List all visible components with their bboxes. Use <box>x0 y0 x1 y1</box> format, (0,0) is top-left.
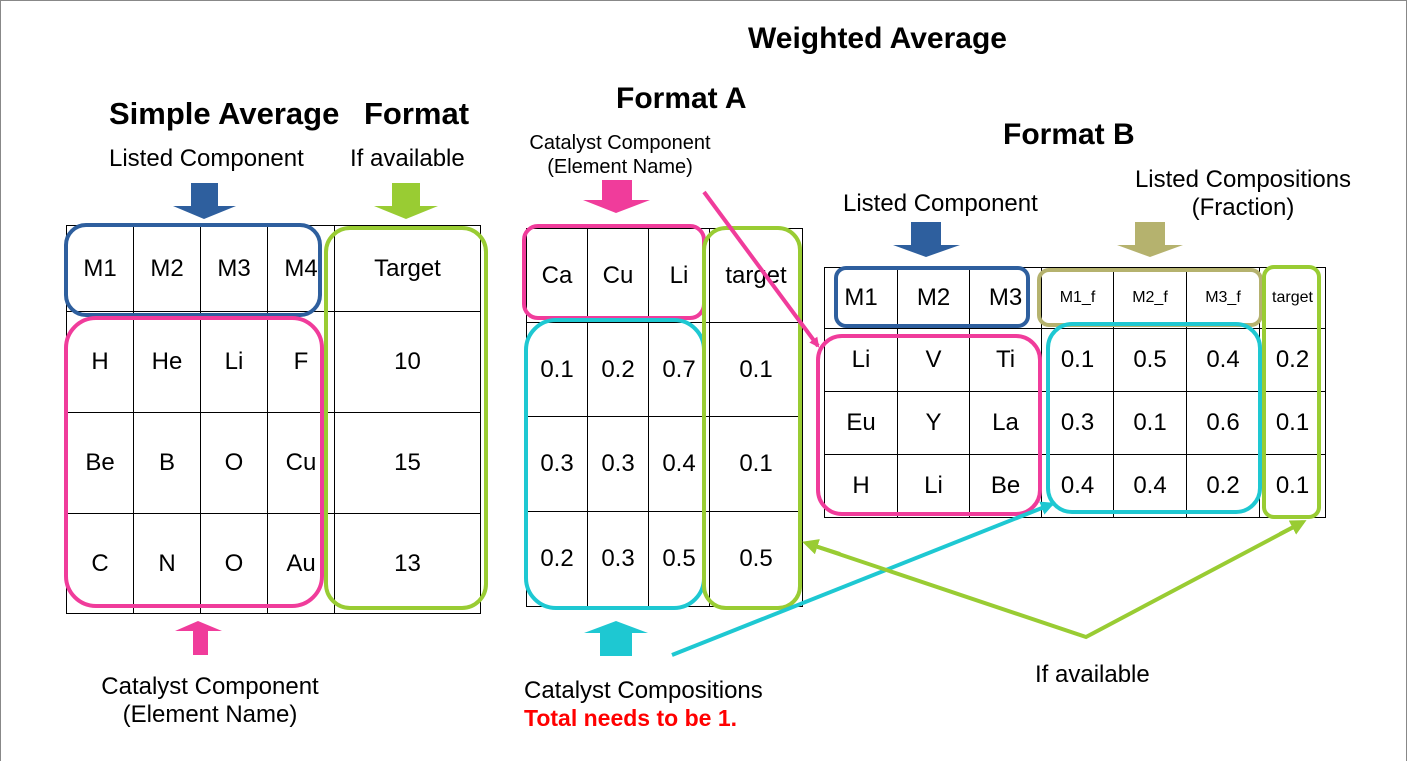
table-cell: 0.4 <box>648 416 710 512</box>
simple-average-title: Simple Average <box>109 96 340 131</box>
format-b-target-box <box>1262 265 1321 519</box>
table-row: 0.2 0.3 0.5 0.5 <box>526 511 803 607</box>
table-cell-target: 13 <box>334 513 481 614</box>
simple-listed-component-label: Listed Component <box>109 145 304 172</box>
format-b-header-m2: M2 <box>897 267 970 329</box>
format-b-listed-component-down-arrow <box>893 222 960 257</box>
simple-target-box <box>324 226 488 610</box>
format-b-header-target: target <box>1259 267 1326 329</box>
table-cell: 0.1 <box>1041 328 1114 392</box>
table-cell: Li <box>897 454 970 518</box>
table-cell: Li <box>200 311 268 413</box>
table-cell: 0.3 <box>526 416 588 512</box>
table-cell: N <box>133 513 201 614</box>
format-b-composition-box <box>1046 322 1262 514</box>
simple-catalyst-component-box <box>64 316 324 608</box>
format-b-header-m1f: M1_f <box>1041 267 1114 329</box>
table-cell: 0.1 <box>526 322 588 417</box>
format-b-listed-component-label: Listed Component <box>843 190 1038 217</box>
if-available-arrowhead-left <box>802 539 841 556</box>
format-a-composition-box <box>524 318 706 610</box>
table-cell-target: 0.1 <box>709 322 803 417</box>
simple-header-m2: M2 <box>133 225 201 312</box>
table-cell: 0.4 <box>1113 454 1187 518</box>
format-a-title: Format A <box>616 82 747 115</box>
table-cell-target: 0.1 <box>709 416 803 512</box>
format-a-target-box <box>702 226 802 610</box>
format-b-if-available-label: If available <box>1035 661 1150 688</box>
table-cell-target: 0.1 <box>1259 391 1326 455</box>
table-cell-target: 10 <box>334 311 481 413</box>
table-cell: H <box>824 454 898 518</box>
format-a-catalyst-component-down-arrow <box>583 180 650 213</box>
listed-compositions-down-arrow <box>1117 222 1183 257</box>
element-name-pointer-line <box>702 190 820 348</box>
weighted-average-title: Weighted Average <box>748 22 1007 55</box>
format-a-catalyst-component-label: Catalyst Component (Element Name) <box>520 131 720 179</box>
simple-header-m4: M4 <box>267 225 335 312</box>
simple-header-target: Target <box>334 225 481 312</box>
table-cell: H <box>66 311 134 413</box>
listed-component-down-arrow <box>173 183 236 219</box>
table-row: 0.1 0.2 0.7 0.1 <box>526 322 803 417</box>
simple-element-name-line2: (Element Name) <box>122 701 298 728</box>
catalyst-component-up-arrow <box>175 621 222 655</box>
fraction-line2: (Fraction) <box>1191 194 1295 221</box>
table-cell: He <box>133 311 201 413</box>
table-cell: B <box>133 412 201 514</box>
table-cell: 0.3 <box>587 416 649 512</box>
simple-catalyst-component-label: Catalyst Component (Element Name) <box>90 673 330 729</box>
compositions-pointer-line <box>671 501 1055 657</box>
if-available-down-arrow <box>374 183 438 219</box>
catalyst-compositions-up-arrow <box>584 621 648 656</box>
format-a-element-box <box>522 224 706 320</box>
table-row: M1 M2 M3 M1_f M2_f M3_f target <box>824 267 1326 329</box>
table-cell-target: 0.5 <box>709 511 803 607</box>
format-title: Format <box>364 96 470 131</box>
format-b-title: Format B <box>1003 118 1135 151</box>
simple-catalyst-component-line1: Catalyst Component <box>101 673 319 700</box>
total-note: Total needs to be 1. <box>524 705 737 731</box>
table-row: Ca Cu Li target <box>526 228 803 323</box>
listed-compositions-label: Listed Compositions (Fraction) <box>1120 166 1366 222</box>
simple-listed-component-box <box>64 223 322 317</box>
table-row: M1 M2 M3 M4 Target <box>66 225 481 312</box>
format-a-catalyst-component-line1: Catalyst Component <box>529 132 711 154</box>
table-row: Li V Ti 0.1 0.5 0.4 0.2 <box>824 328 1326 392</box>
format-b-listed-component-box <box>834 266 1030 328</box>
table-row: Eu Y La 0.3 0.1 0.6 0.1 <box>824 391 1326 455</box>
format-a-header-cu: Cu <box>587 228 649 323</box>
format-a-element-name-line2: (Element Name) <box>547 156 693 178</box>
table-cell: La <box>969 391 1042 455</box>
table-cell-target: 0.2 <box>1259 328 1326 392</box>
table-cell-target: 15 <box>334 412 481 514</box>
format-b-listed-compositions-box <box>1037 268 1263 327</box>
format-b-element-box <box>816 334 1042 516</box>
if-available-arrowhead-right <box>1279 520 1307 536</box>
listed-compositions-line1: Listed Compositions <box>1134 166 1352 193</box>
format-b-header-m2f: M2_f <box>1113 267 1187 329</box>
catalyst-compositions-label: Catalyst Compositions <box>524 677 763 704</box>
table-cell: 0.3 <box>1041 391 1114 455</box>
format-a-header-li: Li <box>648 228 710 323</box>
table-row: 0.3 0.3 0.4 0.1 <box>526 416 803 512</box>
simple-if-available-label: If available <box>350 145 465 172</box>
table-cell: 0.2 <box>587 322 649 417</box>
format-a-table: Ca Cu Li target 0.1 0.2 0.7 0.1 0.3 0.3 … <box>526 228 803 607</box>
if-available-pointer-lines <box>805 520 1304 640</box>
